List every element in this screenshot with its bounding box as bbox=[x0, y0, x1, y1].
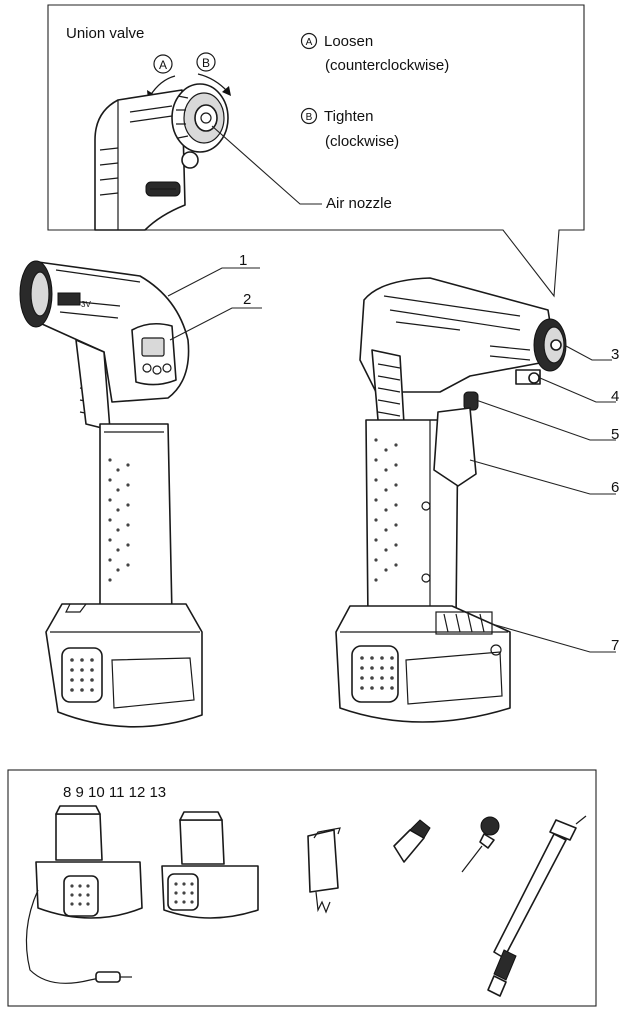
svg-text:A: A bbox=[159, 58, 167, 72]
callout-2: 2 bbox=[243, 291, 251, 308]
nozzle-leader bbox=[211, 125, 322, 205]
callouts: 1 2 3 4 5 6 7 bbox=[167, 252, 619, 654]
wall-charger-icon bbox=[307, 827, 341, 914]
callout-5: 5 bbox=[611, 426, 619, 443]
pump-head-detail bbox=[94, 83, 229, 231]
accessories-box: 8 9 10 11 12 13 bbox=[7, 769, 597, 1007]
callout-4: 4 bbox=[611, 388, 619, 405]
tighten-direction: (clockwise) bbox=[325, 133, 399, 150]
needle-adapter-icon bbox=[461, 816, 500, 873]
side-switch-icon bbox=[463, 391, 479, 411]
marker-a-text: A Loosen (counterclockwise) bbox=[300, 32, 449, 74]
accessory-numbers: 8 9 10 11 12 13 bbox=[63, 784, 166, 801]
battery-2 bbox=[161, 811, 259, 919]
svg-text:B: B bbox=[202, 56, 210, 70]
lcd-display-icon bbox=[141, 337, 165, 357]
callout-6: 6 bbox=[611, 479, 619, 496]
callout-1: 1 bbox=[239, 252, 247, 269]
battery-with-car-cord bbox=[25, 805, 143, 984]
loosen-direction: (counterclockwise) bbox=[325, 57, 449, 74]
marker-b: B bbox=[196, 52, 216, 72]
trigger-icon bbox=[433, 407, 477, 487]
extension-hose-icon bbox=[487, 815, 587, 997]
svg-text:A: A bbox=[306, 37, 313, 48]
front-handle-grip-dots bbox=[108, 458, 130, 582]
pump-front-view: 3V bbox=[19, 260, 203, 728]
air-nozzle-label: Air nozzle bbox=[326, 195, 392, 212]
pump-side-view bbox=[335, 277, 567, 723]
svg-text:3V: 3V bbox=[81, 300, 91, 309]
front-battery-grip-icon bbox=[61, 647, 103, 703]
accessories-frame bbox=[7, 769, 597, 1007]
marker-b-text: B Tighten (clockwise) bbox=[300, 107, 399, 150]
side-handle-grip-dots bbox=[374, 438, 398, 582]
inset-title: Union valve bbox=[66, 25, 144, 42]
car-plug-icon bbox=[95, 971, 121, 983]
marker-a: A bbox=[153, 54, 173, 74]
tighten-arrowhead bbox=[222, 86, 231, 96]
nozzle-adapter-icon bbox=[393, 819, 431, 863]
tighten-label: Tighten bbox=[324, 108, 373, 125]
side-battery-grip-icon bbox=[351, 645, 399, 703]
union-valve-inset: Union valve A B bbox=[47, 4, 585, 298]
loosen-label: Loosen bbox=[324, 33, 373, 50]
callout-3: 3 bbox=[611, 346, 619, 363]
callout-7: 7 bbox=[611, 637, 619, 654]
svg-text:B: B bbox=[306, 112, 313, 123]
